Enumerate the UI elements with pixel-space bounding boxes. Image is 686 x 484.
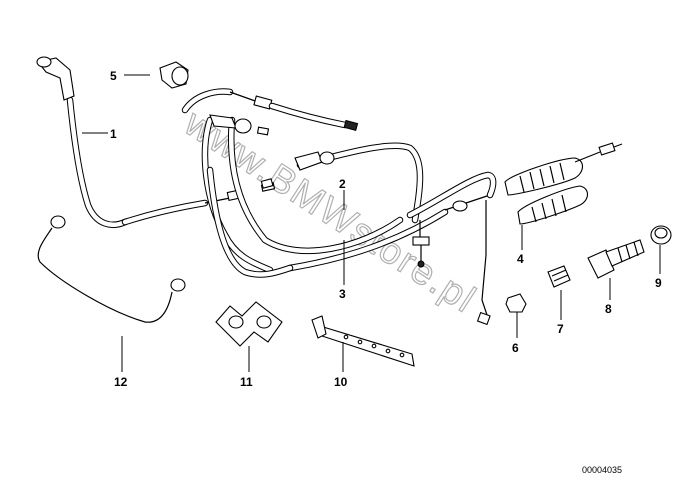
part-9-nut xyxy=(650,225,672,245)
callout-3: 3 xyxy=(339,287,346,301)
callout-1: 1 xyxy=(110,127,117,141)
part-7-sleeve xyxy=(547,265,571,288)
callout-12: 12 xyxy=(114,375,128,389)
part-8-adjuster xyxy=(587,239,645,279)
part-6-nipple xyxy=(505,293,527,313)
callouts: 1 2 3 4 5 6 7 8 9 10 11 12 xyxy=(110,69,662,389)
leader-lines xyxy=(82,74,661,372)
part-5-sleeve xyxy=(159,61,189,89)
callout-8: 8 xyxy=(605,302,612,316)
part-12-wire-loop xyxy=(37,215,186,323)
callout-6: 6 xyxy=(512,341,519,355)
part-10-bracket xyxy=(311,315,415,367)
callout-10: 10 xyxy=(334,375,348,389)
part-3-cable xyxy=(206,166,497,326)
part-11-clamp xyxy=(215,301,283,347)
reference-number: 00004035 xyxy=(582,465,622,475)
upper-cable xyxy=(181,88,359,136)
callout-2: 2 xyxy=(339,177,346,191)
callout-9: 9 xyxy=(655,276,662,290)
part-4-bellows xyxy=(504,142,623,225)
part-1-hose xyxy=(36,56,129,228)
callout-4: 4 xyxy=(517,252,524,266)
callout-5: 5 xyxy=(110,69,117,83)
callout-11: 11 xyxy=(240,375,253,389)
watermark: www.BMWstore.pl xyxy=(176,102,483,322)
callout-7: 7 xyxy=(557,322,564,336)
